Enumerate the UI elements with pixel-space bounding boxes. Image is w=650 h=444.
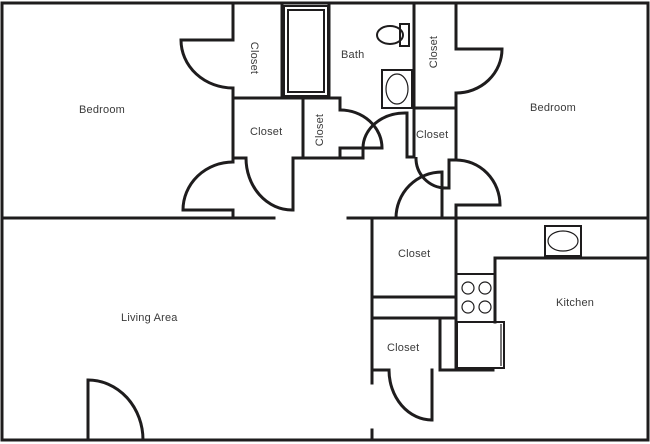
room-label-closet-bottom: Closet <box>387 342 420 354</box>
room-label-closet-left-top: Closet <box>248 41 261 75</box>
room-label-living-area: Living Area <box>121 312 178 324</box>
room-label-kitchen: Kitchen <box>556 297 595 309</box>
refrigerator-icon <box>456 321 505 369</box>
room-label-closet-left-mid: Closet <box>250 126 283 138</box>
toilet-icon <box>399 23 410 47</box>
room-label-bedroom-left: Bedroom <box>79 104 126 116</box>
room-label-bedroom-right: Bedroom <box>530 102 577 114</box>
room-label-closet-right-top: Closet <box>428 35 441 69</box>
room-label-closet-hall: Closet <box>398 248 431 260</box>
stove-icon <box>455 273 496 323</box>
door-swings <box>86 38 504 441</box>
room-label-closet-center: Closet <box>314 113 327 147</box>
fixtures <box>283 5 582 369</box>
kitchen-sink-icon <box>544 225 582 257</box>
room-label-closet-right-mid: Closet <box>416 129 449 141</box>
bathtub-icon <box>283 5 329 97</box>
bath-sink-icon <box>381 69 413 109</box>
room-label-bath: Bath <box>341 49 365 61</box>
